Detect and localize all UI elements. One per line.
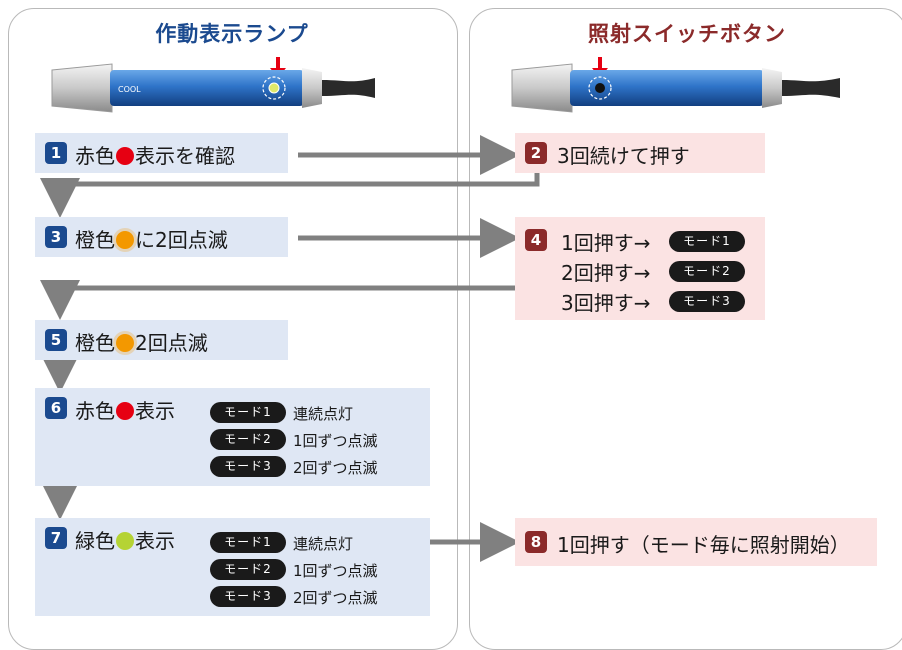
device-left-illustration: COOL — [51, 63, 840, 113]
right-title: 照射スイッチボタン — [588, 22, 786, 46]
mode-3-badge: モード3 — [669, 291, 745, 312]
device-right — [511, 63, 840, 113]
left-title: 作動表示ランプ — [155, 22, 309, 46]
step-6-text: 赤色表示 — [75, 395, 175, 424]
mode-1-desc: 連続点灯 — [293, 405, 354, 423]
step-1-text: 赤色表示を確認 — [75, 140, 235, 169]
step-7-color-label: 緑色 — [75, 529, 115, 553]
orange-blink-dot — [116, 334, 134, 352]
step-5-box: 5 橙色 2回点滅 — [35, 320, 288, 360]
step-8-number: 8 — [525, 531, 547, 553]
step-1-box: 1 赤色表示を確認 — [35, 133, 288, 173]
step-5-text: 橙色 2回点滅 — [75, 327, 208, 356]
step-6-action: 表示 — [135, 399, 175, 423]
step-4-box: 4 1回押す→ 2回押す→ 3回押す→ モード1 モード2 モード3 — [515, 217, 765, 320]
svg-text:COOL: COOL — [118, 85, 141, 94]
step-6-color-label: 赤色 — [75, 399, 115, 423]
mode-3-desc: 2回ずつ点滅 — [293, 459, 378, 477]
step-4-line-1: 1回押す→ — [561, 231, 651, 255]
orange-blink-dot — [116, 231, 134, 249]
step-4-line-2: 2回押す→ — [561, 261, 651, 285]
mode-1-badge: モード1 — [210, 402, 286, 423]
step-6-box: 6 赤色表示 モード1 連続点灯 モード2 1回ずつ点滅 モード3 2回ずつ点滅 — [35, 388, 430, 486]
mode-2-desc: 1回ずつ点滅 — [293, 432, 378, 450]
step-8-text: 1回押す（モード毎に照射開始） — [557, 533, 850, 557]
mode-2-badge: モード2 — [210, 559, 286, 580]
step-4-line-3: 3回押す→ — [561, 291, 651, 315]
step-6-number: 6 — [45, 397, 67, 419]
step-1-action: 表示を確認 — [135, 144, 235, 168]
step-7-number: 7 — [45, 527, 67, 549]
step-7-action: 表示 — [135, 529, 175, 553]
step-7-box: 7 緑色表示 モード1 連続点灯 モード2 1回ずつ点滅 モード3 2回ずつ点滅 — [35, 518, 430, 616]
mode-1-badge: モード1 — [210, 532, 286, 553]
step-3-color-label: 橙色 — [75, 228, 115, 252]
device-left: COOL — [51, 63, 375, 113]
mode-2-badge: モード2 — [669, 261, 745, 282]
step-2-number: 2 — [525, 142, 547, 164]
mode-2-desc: 1回ずつ点滅 — [293, 562, 378, 580]
arrow-4-to-5 — [40, 280, 515, 320]
red-dot — [116, 402, 134, 420]
step-5-color-label: 橙色 — [75, 331, 115, 355]
step-2-box: 2 3回続けて押す — [515, 133, 765, 173]
green-dot — [116, 532, 134, 550]
mode-3-badge: モード3 — [210, 456, 286, 477]
mode-1-desc: 連続点灯 — [293, 535, 354, 553]
step-3-box: 3 橙色に2回点滅 — [35, 217, 288, 257]
mode-3-badge: モード3 — [210, 586, 286, 607]
step-1-color-label: 赤色 — [75, 144, 115, 168]
step-4-number: 4 — [525, 229, 547, 251]
step-1-number: 1 — [45, 142, 67, 164]
step-5-number: 5 — [45, 329, 67, 351]
mode-2-badge: モード2 — [210, 429, 286, 450]
step-3-text: 橙色に2回点滅 — [75, 224, 228, 253]
step-5-action: 2回点滅 — [135, 331, 208, 355]
step-3-number: 3 — [45, 226, 67, 248]
step-8-box: 8 1回押す（モード毎に照射開始） — [515, 518, 877, 566]
step-3-action: に2回点滅 — [135, 228, 228, 252]
red-dot — [116, 147, 134, 165]
mode-3-desc: 2回ずつ点滅 — [293, 589, 378, 607]
arrow-2-to-3 — [40, 172, 540, 218]
step-2-text: 3回続けて押す — [557, 144, 690, 168]
step-7-text: 緑色表示 — [75, 525, 175, 554]
mode-1-badge: モード1 — [669, 231, 745, 252]
